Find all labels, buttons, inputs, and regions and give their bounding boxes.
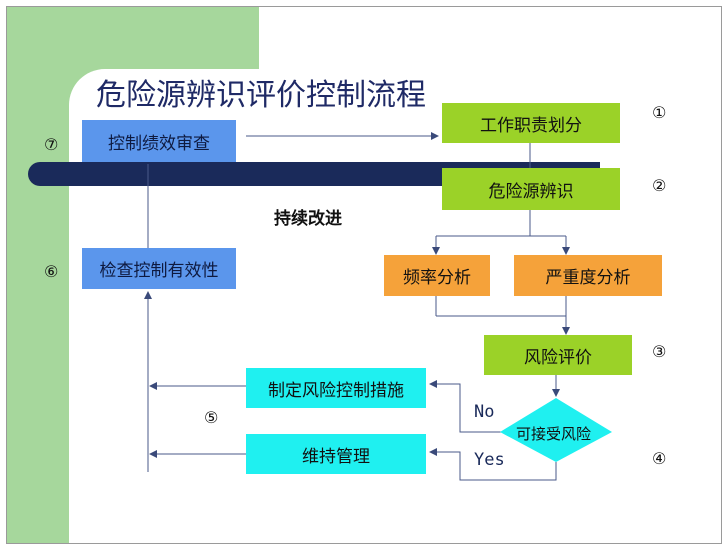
arrow-no-to-measures — [429, 380, 502, 433]
step-number-7: ⑦ — [44, 135, 59, 154]
frequency-analysis-box: 频率分析 — [384, 255, 490, 296]
arrow-yes-to-maintain — [429, 448, 557, 481]
maintain-management-box: 维持管理 — [246, 434, 426, 474]
decision-diamond — [500, 398, 612, 462]
step-number-1: ① — [652, 103, 667, 122]
step-number-3: ③ — [652, 342, 667, 361]
no-branch-label: No — [474, 402, 495, 422]
decision-label: 可接受风险 — [516, 425, 592, 443]
control-measures-box: 制定风险控制措施 — [246, 368, 426, 408]
step-number-4: ④ — [652, 449, 667, 468]
diagram-title: 危险源辨识评价控制流程 — [96, 78, 426, 113]
yes-branch-label: Yes — [474, 450, 505, 470]
step-number-5: ⑤ — [204, 408, 219, 427]
hazard-identification-box: 危险源辨识 — [442, 168, 620, 210]
check-effectiveness-box: 检查控制有效性 — [82, 248, 236, 289]
continuous-improvement-label: 持续改进 — [274, 209, 342, 229]
risk-evaluation-box: 风险评价 — [484, 335, 632, 375]
step-number-2: ② — [652, 176, 667, 195]
severity-analysis-box: 严重度分析 — [514, 255, 662, 296]
performance-review-box: 控制绩效审查 — [82, 120, 236, 162]
job-duties-box: 工作职责划分 — [442, 103, 620, 143]
step-number-6: ⑥ — [44, 262, 59, 281]
